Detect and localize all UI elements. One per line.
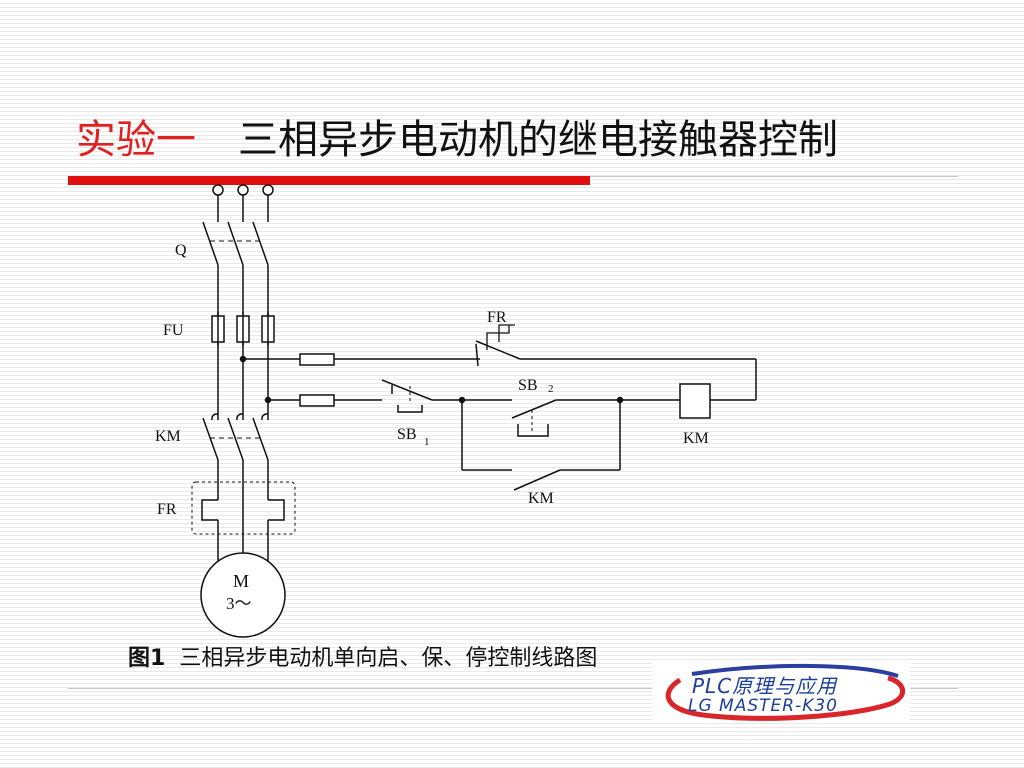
terminal-l2	[237, 184, 249, 196]
contactor-km-main	[202, 413, 269, 461]
terminal-l3	[262, 184, 274, 196]
label-sb1: SB	[397, 426, 417, 443]
km-hold-contact	[513, 469, 561, 491]
label-fr-main: FR	[157, 501, 177, 518]
logo-line1: PLC原理与应用	[692, 674, 838, 698]
slide-title: 实验一三相异步电动机的继电接触器控制	[76, 112, 838, 168]
label-sb2-sub: 2	[548, 383, 554, 395]
label-km-main: KM	[155, 428, 181, 445]
title-underline-thin	[590, 176, 958, 177]
control-fuse-upper	[299, 353, 335, 366]
motor	[200, 552, 286, 638]
label-km-coil: KM	[683, 430, 709, 447]
fr-contact	[475, 324, 521, 367]
caption-text: 三相异步电动机单向启、保、停控制线路图	[179, 646, 598, 671]
logo-swoosh	[665, 663, 905, 721]
km-coil	[679, 383, 711, 419]
control-fuse-lower	[299, 394, 335, 407]
terminal-l1	[212, 184, 224, 196]
title-underline-red	[68, 176, 590, 185]
label-sb2: SB	[518, 377, 538, 394]
caption-number: 图1	[128, 646, 166, 671]
thermal-relay-fr	[191, 481, 296, 535]
label-q: Q	[175, 242, 187, 259]
stop-button-sb1	[381, 379, 433, 413]
label-sb1-sub: 1	[424, 436, 430, 448]
fuses-fu	[211, 312, 275, 346]
footer-divider	[68, 688, 958, 689]
label-motor-m: M	[233, 571, 249, 591]
label-motor-spec: 3～	[226, 594, 252, 613]
title-prefix: 实验一	[76, 117, 196, 163]
label-fu: FU	[163, 322, 184, 339]
label-fr-contact: FR	[487, 309, 507, 326]
figure-caption: 图1 三相异步电动机单向启、保、停控制线路图	[128, 640, 597, 672]
logo-line2: LG MASTER-K30	[688, 696, 838, 716]
course-logo: PLC原理与应用 LG MASTER-K30	[652, 660, 910, 722]
start-button-sb2	[511, 399, 557, 437]
switch-q	[202, 221, 269, 266]
title-main: 三相异步电动机的继电接触器控制	[238, 117, 838, 163]
label-km-hold: KM	[528, 490, 554, 507]
